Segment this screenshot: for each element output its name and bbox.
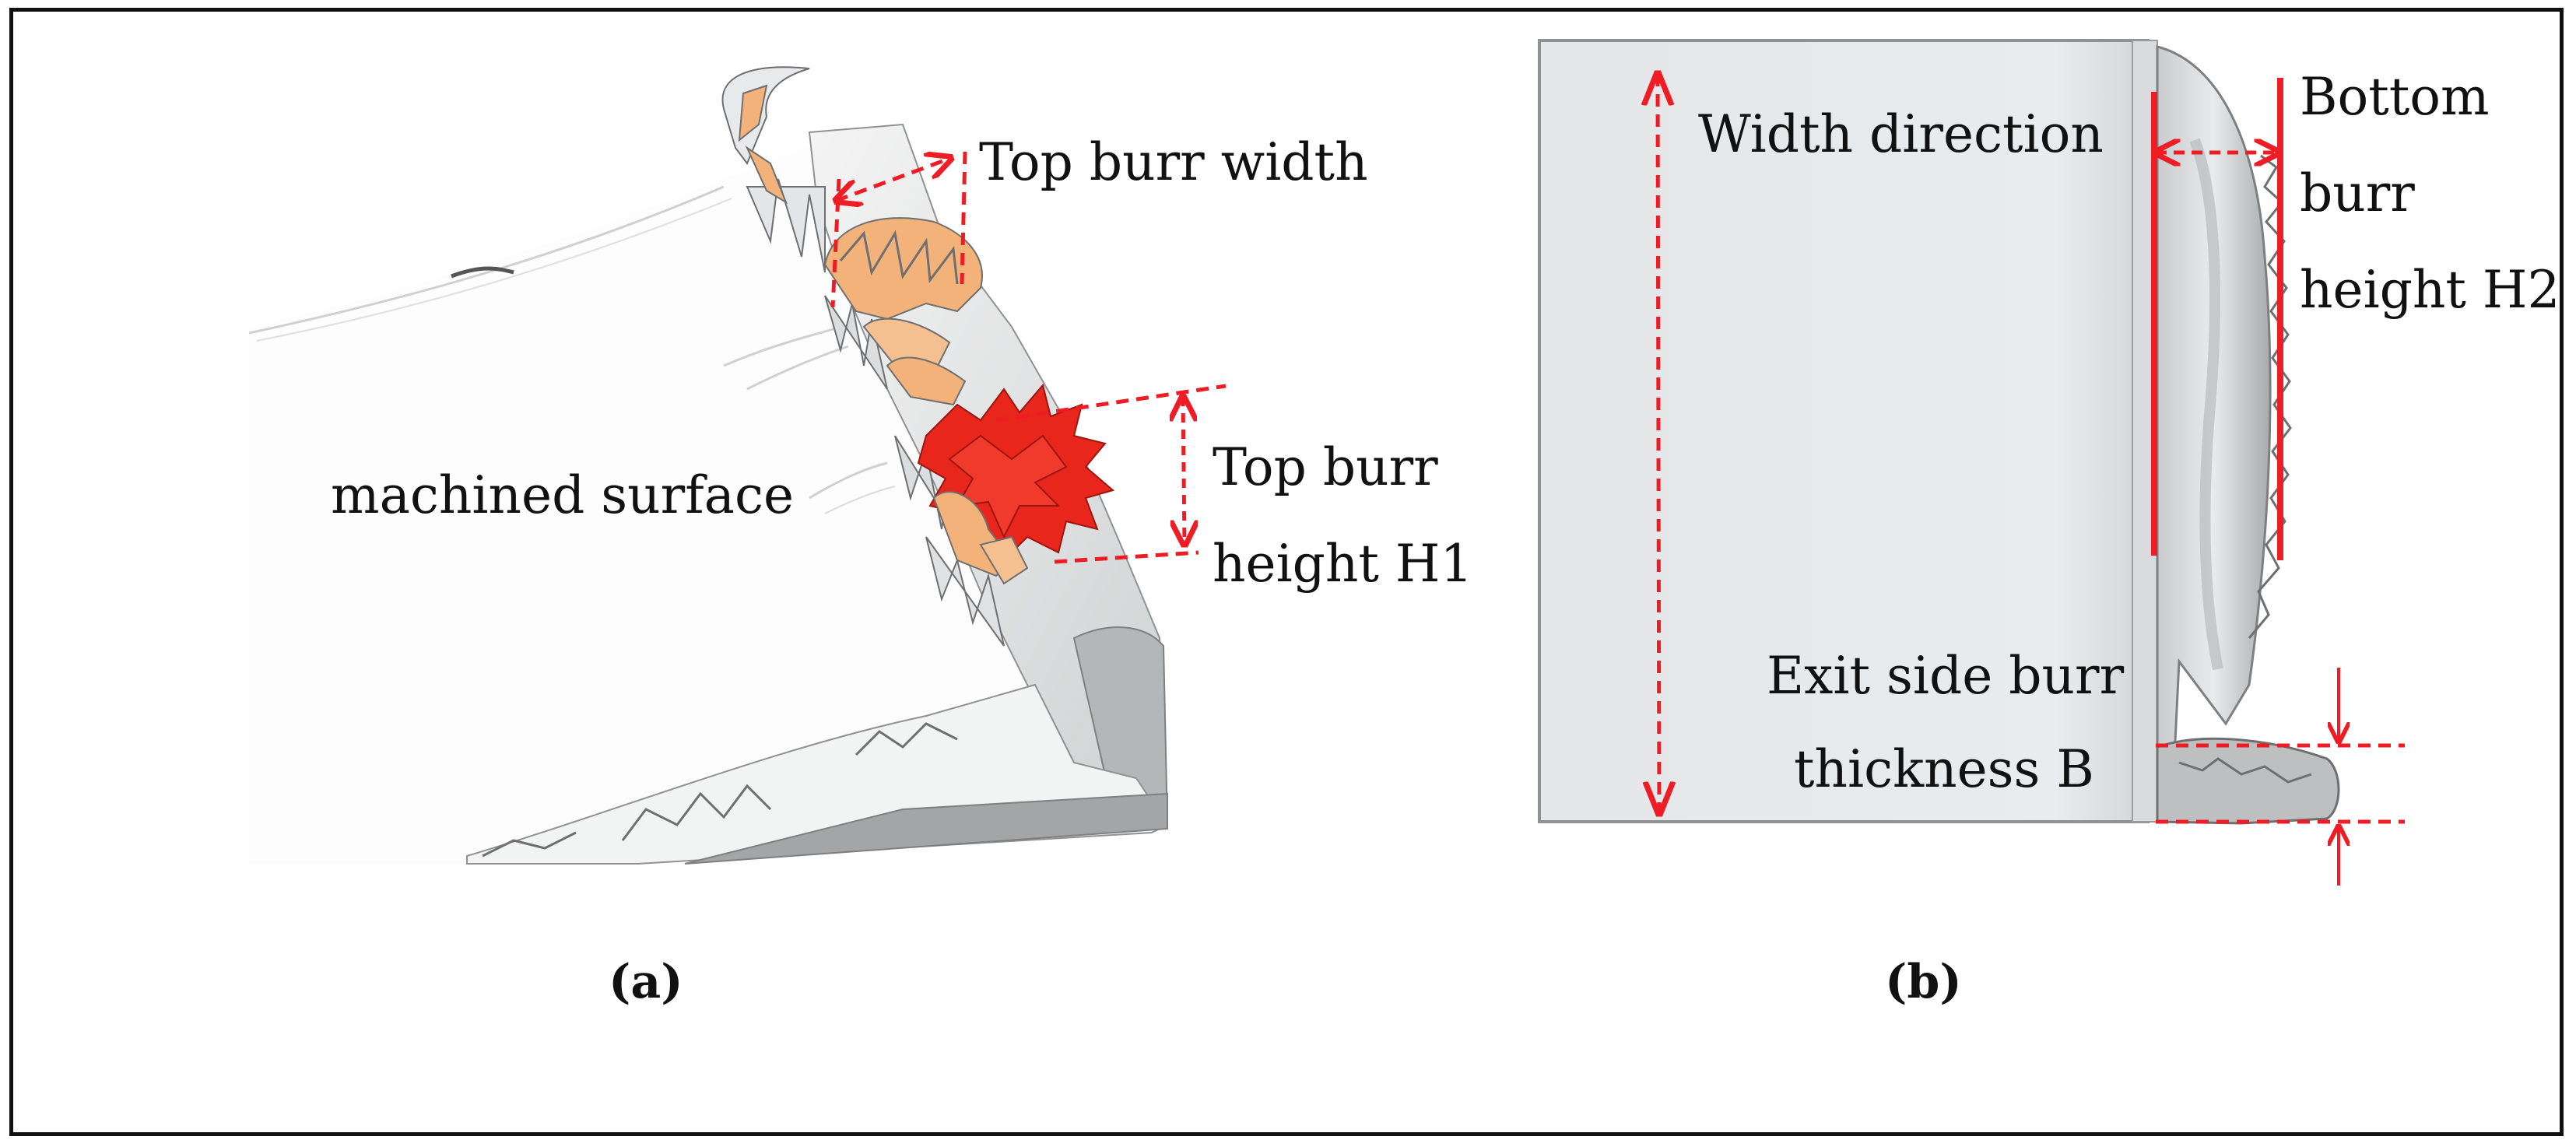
caption-panel-a: (a) — [609, 955, 683, 1009]
workpiece-plate — [1538, 39, 2150, 823]
top-chip-curl — [721, 66, 810, 165]
label-top-burr-height-line1: Top burr — [1213, 437, 1438, 497]
label-exit-burr-line1: Exit side burr — [1767, 646, 2125, 706]
top-burr-width-dimension — [833, 152, 967, 308]
top-burr-height-dimension — [995, 384, 1227, 564]
caption-panel-b: (b) — [1885, 955, 1962, 1009]
exit-side-burr-thickness-dimension — [2156, 668, 2405, 886]
label-exit-burr-line2: thickness B — [1794, 739, 2094, 799]
label-machined-surface: machined surface — [331, 465, 795, 525]
label-top-burr-width: Top burr width — [979, 132, 1368, 192]
bottom-burr-height-dimension — [2151, 78, 2283, 560]
label-bottom-burr-line3: height H2 — [2300, 260, 2560, 320]
label-bottom-burr-line1: Bottom — [2300, 67, 2490, 127]
label-width-direction: Width direction — [1698, 104, 2104, 164]
panel-a-model — [248, 66, 1169, 865]
top-burr-red — [917, 383, 1115, 585]
panel-b-model — [1538, 39, 2340, 825]
label-bottom-burr-line2: burr — [2300, 163, 2415, 223]
exit-side-burr-shape — [2156, 737, 2340, 825]
bottom-burr-shape — [2156, 45, 2272, 823]
top-burr-swirl — [823, 217, 983, 321]
width-direction-arrow — [1658, 74, 1659, 813]
label-top-burr-height-line2: height H1 — [1213, 534, 1473, 594]
